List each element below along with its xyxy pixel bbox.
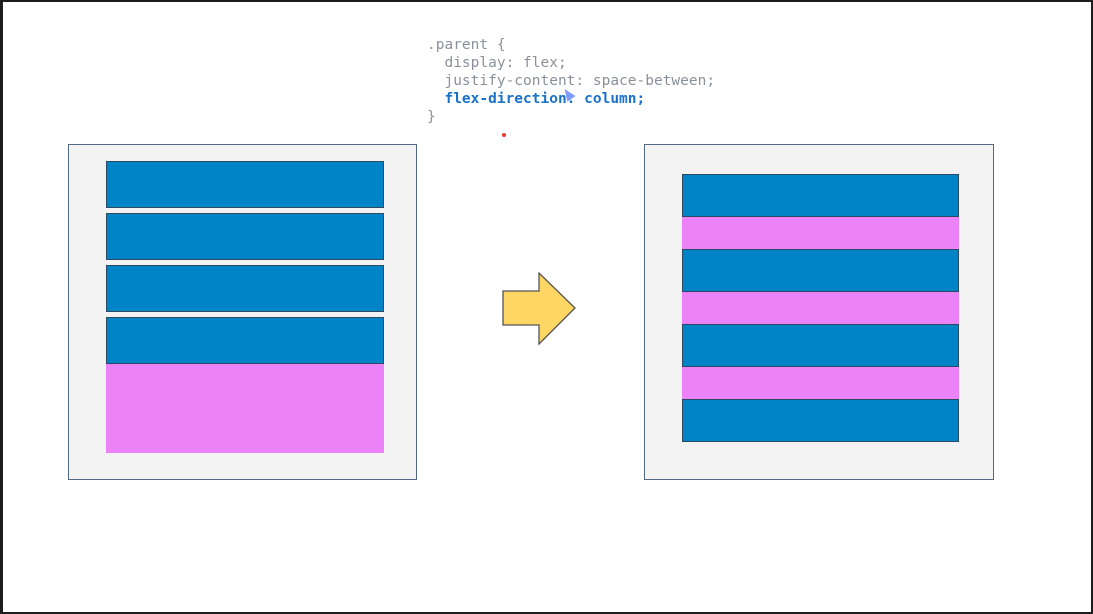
free-space: [682, 291, 959, 325]
flex-container-after: [644, 144, 994, 480]
flex-item-2: [682, 249, 959, 292]
css-code-block: .parent { display: flex; justify-content…: [427, 36, 715, 126]
code-line-4-highlighted: flex-direction: column;: [427, 91, 646, 107]
flex-container-before: [68, 144, 417, 480]
flex-item-4: [682, 399, 959, 442]
code-line-3: justify-content: space-between;: [427, 73, 716, 89]
flex-item-1: [106, 161, 384, 208]
flex-item-1: [682, 174, 959, 217]
flex-item-3: [682, 324, 959, 367]
code-line-2: display: flex;: [427, 55, 567, 71]
free-space: [682, 366, 959, 400]
free-space: [106, 364, 384, 453]
free-space: [682, 216, 959, 250]
flex-item-2: [106, 213, 384, 260]
flex-item-4: [106, 317, 384, 364]
flex-item-3: [106, 265, 384, 312]
slide: .parent { display: flex; justify-content…: [3, 2, 1091, 612]
code-line-1: .parent {: [427, 37, 506, 53]
laser-pointer-dot: [502, 133, 506, 137]
code-line-5: }: [427, 109, 436, 125]
right-arrow-icon: [502, 272, 576, 346]
